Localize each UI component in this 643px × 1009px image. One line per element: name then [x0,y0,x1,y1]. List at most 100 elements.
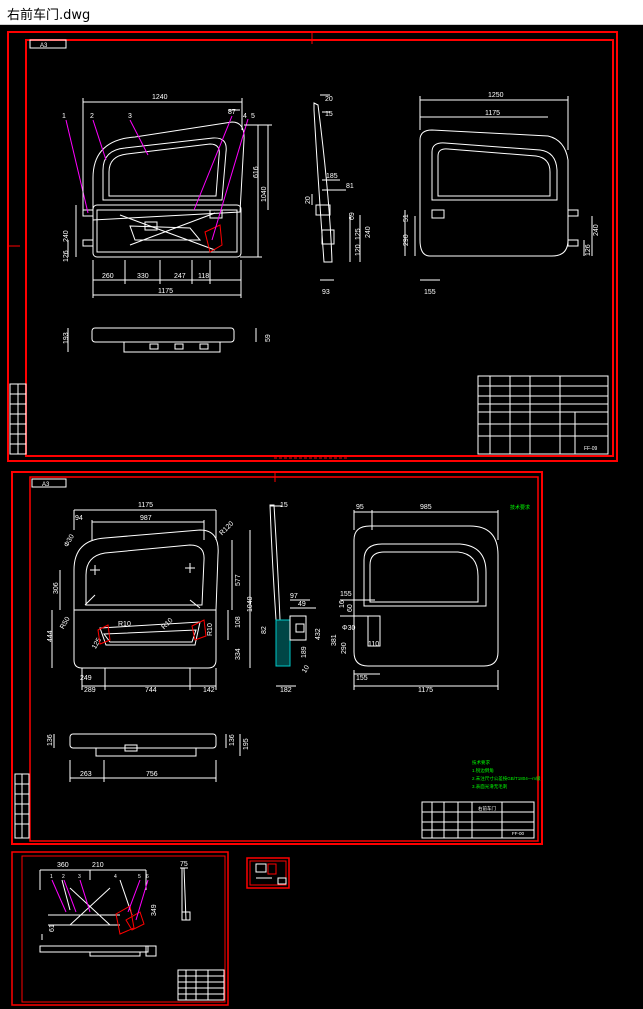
sheet-2-drawing-code: FF-00 [512,831,524,836]
svg-text:16: 16 [339,600,346,608]
svg-text:247: 247 [174,273,186,280]
svg-text:4: 4 [114,874,117,880]
sheet-1-front-view [82,121,245,258]
svg-text:R120: R120 [218,520,235,537]
svg-text:120: 120 [355,244,362,256]
sheet-2-rear-view [340,510,499,690]
sheet-1-rear-labels: 1250 1175 51 290 240 126 155 [403,92,600,296]
svg-text:R10: R10 [118,621,131,628]
sheet-3-title-block [177,969,225,1001]
sheet-1-tag-box [29,39,67,49]
sheet-1-bottom-dim-59: 59 [265,334,272,342]
sheet-2-part-name: 右前车门 [478,805,496,812]
svg-text:306: 306 [53,582,60,594]
sheet-3: 360 210 75 1 2 3 4 5 6 349 61 [11,851,229,1006]
svg-text:240: 240 [63,230,70,242]
svg-text:136: 136 [229,734,236,746]
sheet-2-title-block [421,801,535,839]
sheet-1-side-view [311,94,361,281]
svg-text:108: 108 [235,616,242,628]
svg-text:118: 118 [198,273,209,280]
sheet-2-section-labels: 15 97 49 82 189 432 182 10 [261,502,322,694]
svg-text:334: 334 [235,648,242,660]
svg-text:155: 155 [340,591,352,598]
sheet-1-bottom-dim-193: 193 [63,332,70,344]
svg-text:15: 15 [280,502,288,509]
svg-text:987: 987 [140,515,152,522]
svg-text:142: 142 [203,687,215,694]
sheet-2-bottom-view [53,733,241,782]
svg-text:349: 349 [151,904,158,916]
svg-text:240: 240 [593,224,600,236]
svg-text:5: 5 [138,874,141,880]
sheet-2-front-view [51,509,251,690]
svg-text:1: 1 [62,113,66,120]
sheet-3-red-parts [115,905,145,935]
svg-text:93: 93 [322,289,330,296]
svg-text:20: 20 [305,196,312,204]
svg-text:1040: 1040 [261,186,268,202]
svg-text:75: 75 [180,861,188,868]
svg-text:289: 289 [84,687,96,694]
svg-text:360: 360 [57,862,69,869]
sheet-3-drawing [39,867,191,957]
svg-text:1175: 1175 [485,110,500,117]
svg-text:330: 330 [137,273,149,280]
sheet-2: A3 技术要求 1175 [11,471,543,845]
svg-text:20: 20 [325,96,333,103]
svg-text:155: 155 [424,289,436,296]
svg-text:技术要求: 技术要求 [472,759,490,766]
svg-text:95: 95 [356,504,364,511]
svg-text:60: 60 [347,604,354,612]
sheet-2-front-labels: 1175 94 987 R120 Φ30 306 577 1040 444 10… [47,502,254,694]
svg-text:94: 94 [75,515,83,522]
svg-text:1040: 1040 [247,596,254,612]
sheet-2-bottom-labels: 136 136 195 263 756 [47,734,250,778]
sheet-1-dim-labels: 1240 87 616 1040 240 126 260 330 247 118… [63,94,268,295]
svg-text:Φ30: Φ30 [63,533,76,548]
svg-text:15: 15 [325,111,333,118]
svg-text:136: 136 [47,734,54,746]
sheet-1-inner-frame [25,39,614,457]
svg-text:97: 97 [290,593,298,600]
sheet-2-red-marks [97,619,207,645]
svg-text:432: 432 [315,628,322,640]
svg-text:260: 260 [102,273,114,280]
sheet-2-rear-labels: 95 985 155 16 60 Φ30 381 290 110 155 117… [331,504,433,694]
sheet-1-outer-frame [7,31,618,462]
sheet-1-drawing-code: FF-09 [584,446,598,452]
svg-text:125: 125 [91,637,103,651]
sheet-1-leaders [65,115,249,241]
svg-text:125: 125 [355,228,362,240]
svg-text:110: 110 [368,641,379,648]
svg-text:290: 290 [341,642,348,654]
sheet-2-inner-frame [29,476,539,842]
svg-text:444: 444 [47,630,54,642]
svg-text:2: 2 [62,874,65,880]
svg-text:69: 69 [349,212,356,220]
sheet-4-frame [246,857,290,889]
svg-text:744: 744 [145,687,157,694]
svg-text:756: 756 [146,771,158,778]
sheet-2-outer-frame [11,471,543,845]
svg-text:240: 240 [365,226,372,238]
svg-text:189: 189 [301,646,308,658]
svg-text:10: 10 [301,664,311,674]
svg-text:195: 195 [243,738,250,750]
svg-text:6: 6 [146,874,149,880]
sheet-2-tag-box [31,478,67,488]
svg-text:3: 3 [78,874,81,880]
svg-text:2.未注尺寸公差按GB/T1804—m级: 2.未注尺寸公差按GB/T1804—m级 [472,775,541,782]
cad-canvas[interactable]: A3 [0,25,643,1009]
svg-text:1240: 1240 [152,94,168,101]
svg-text:R10: R10 [160,617,174,631]
svg-text:1250: 1250 [488,92,504,99]
svg-text:249: 249 [80,675,92,682]
svg-text:3.表面光滑无毛刺: 3.表面光滑无毛刺 [472,783,508,790]
sheet-1-part-numbers: 1 2 3 4 5 [62,113,255,120]
svg-text:1175: 1175 [138,502,153,509]
svg-text:R10: R10 [207,623,214,636]
svg-text:87: 87 [228,109,236,116]
sheet-3-inner-frame [21,855,226,1003]
sheet-3-leaders [51,879,149,921]
